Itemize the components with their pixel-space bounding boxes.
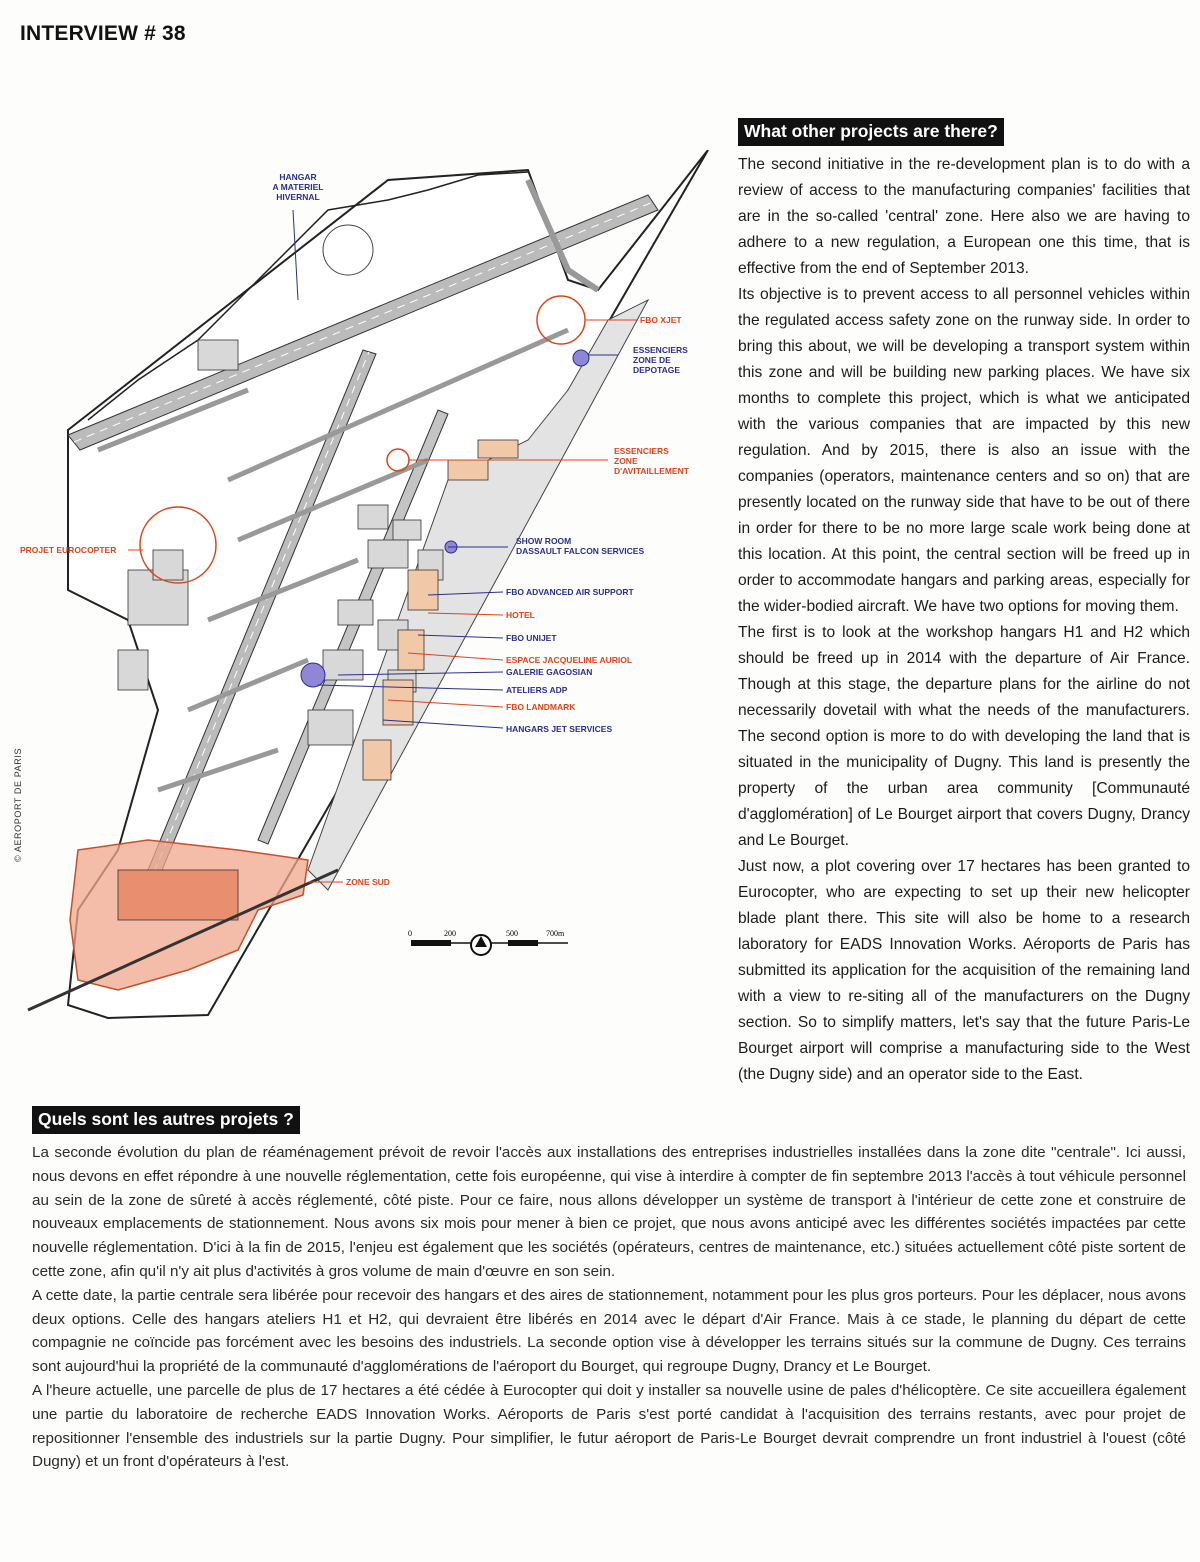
map-credit: © AEROPORT DE PARIS (13, 747, 23, 862)
label-fbo-advanced: FBO ADVANCED AIR SUPPORT (506, 587, 634, 597)
label-hangar-2: A MATERIEL (273, 182, 324, 192)
english-section: What other projects are there? The secon… (738, 118, 1190, 1088)
label-hangars-jet: HANGARS JET SERVICES (506, 724, 612, 734)
label-depotage-2: ZONE DE (633, 355, 671, 365)
label-depotage-1: ESSENCIERS (633, 345, 688, 355)
label-galerie: GALERIE GAGOSIAN (506, 667, 592, 677)
label-ateliers: ATELIERS ADP (506, 685, 568, 695)
label-eurocopter: PROJET EUROCOPTER (20, 545, 116, 555)
label-fbo-landmark: FBO LANDMARK (506, 702, 576, 712)
label-showroom-1: SHOW ROOM (516, 536, 571, 546)
english-paragraph: The first is to look at the workshop han… (738, 624, 1190, 849)
label-hotel: HOTEL (506, 610, 535, 620)
label-avitaillement-2: ZONE (614, 456, 638, 466)
label-hangar-1: HANGAR (279, 172, 316, 182)
label-hangar-3: HIVERNAL (276, 192, 319, 202)
scale-bar: 0 200 500 700m (408, 929, 568, 956)
english-paragraph: Just now, a plot covering over 17 hectar… (738, 858, 1190, 1083)
airport-plan-drawing: HANGAR A MATERIEL HIVERNAL FBO XJET ESSE… (20, 150, 709, 1020)
highlighted-buildings (362, 439, 519, 781)
label-fbo-xjet: FBO XJET (640, 315, 682, 325)
eurocopter-circle (139, 506, 217, 584)
label-fbo-unijet: FBO UNIJET (506, 633, 557, 643)
scale-0: 0 (408, 929, 412, 938)
french-heading: Quels sont les autres projets ? (32, 1106, 300, 1134)
label-showroom-2: DASSAULT FALCON SERVICES (516, 546, 644, 556)
label-zone-sud: ZONE SUD (346, 877, 390, 887)
scale-500: 500 (506, 929, 518, 938)
label-espace-auriol: ESPACE JACQUELINE AURIOL (506, 655, 632, 665)
french-paragraph: La seconde évolution du plan de réaménag… (32, 1144, 1186, 1280)
french-paragraph: A l'heure actuelle, une parcelle de plus… (32, 1381, 1186, 1471)
fbo-xjet-circle (536, 295, 586, 345)
scale-700m: 700m (546, 929, 565, 938)
french-paragraph: A cette date, la partie centrale sera li… (32, 1286, 1186, 1376)
english-paragraph: The second initiative in the re-developm… (738, 156, 1190, 277)
french-body: La seconde évolution du plan de réaménag… (32, 1141, 1186, 1474)
scale-200: 200 (444, 929, 456, 938)
hangar-circle (322, 224, 374, 276)
english-paragraph: Its objective is to prevent access to al… (738, 286, 1190, 615)
airport-map: HANGAR A MATERIEL HIVERNAL FBO XJET ESSE… (8, 150, 720, 1020)
french-section: Quels sont les autres projets ? La secon… (32, 1106, 1186, 1474)
english-body: The second initiative in the re-developm… (738, 152, 1190, 1088)
page-header: INTERVIEW # 38 (20, 22, 186, 45)
label-avitaillement-1: ESSENCIERS (614, 446, 669, 456)
label-avitaillement-3: D'AVITAILLEMENT (614, 466, 690, 476)
english-heading: What other projects are there? (738, 118, 1004, 146)
label-depotage-3: DEPOTAGE (633, 365, 680, 375)
